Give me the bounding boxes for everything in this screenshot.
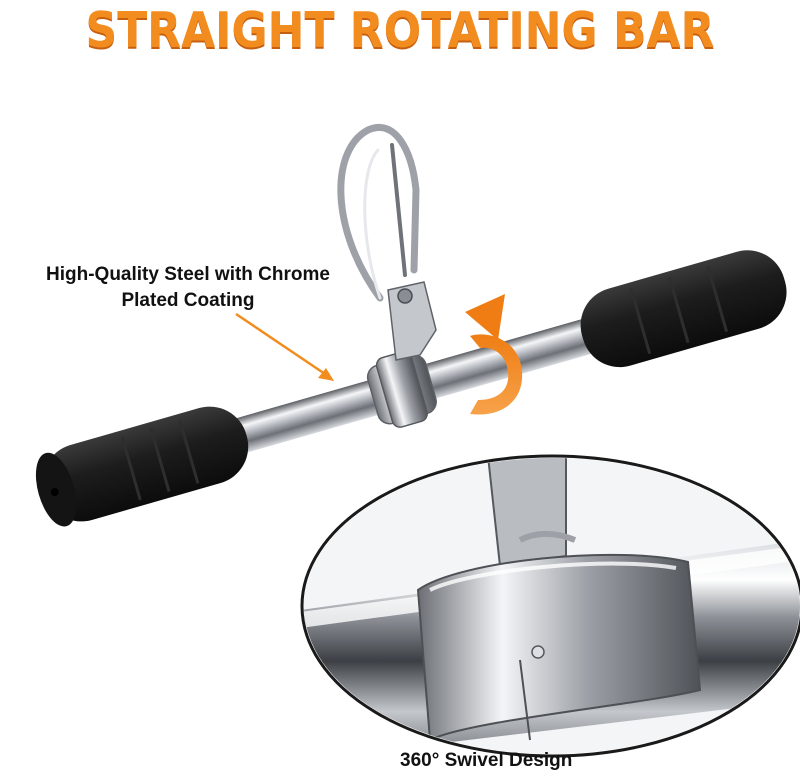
swivel-detail-zoom xyxy=(300,454,800,758)
swivel-collar xyxy=(366,351,437,428)
right-foam-grip xyxy=(580,250,787,368)
carabiner-clip xyxy=(337,124,420,302)
steel-callout-line1: High-Quality Steel with Chrome xyxy=(46,264,330,285)
left-foam-grip xyxy=(35,406,249,527)
steel-callout-line2: Plated Coating xyxy=(121,290,255,311)
product-title: STRAIGHT ROTATING BAR xyxy=(85,2,715,60)
rotation-arrow-icon xyxy=(465,294,523,415)
swivel-design-callout: 360° Swivel Design xyxy=(400,750,573,771)
steel-coating-callout: High-Quality Steel with Chrome Plated Co… xyxy=(38,262,338,314)
steel-callout-pointer xyxy=(235,312,334,381)
rotating-bar xyxy=(35,250,787,527)
